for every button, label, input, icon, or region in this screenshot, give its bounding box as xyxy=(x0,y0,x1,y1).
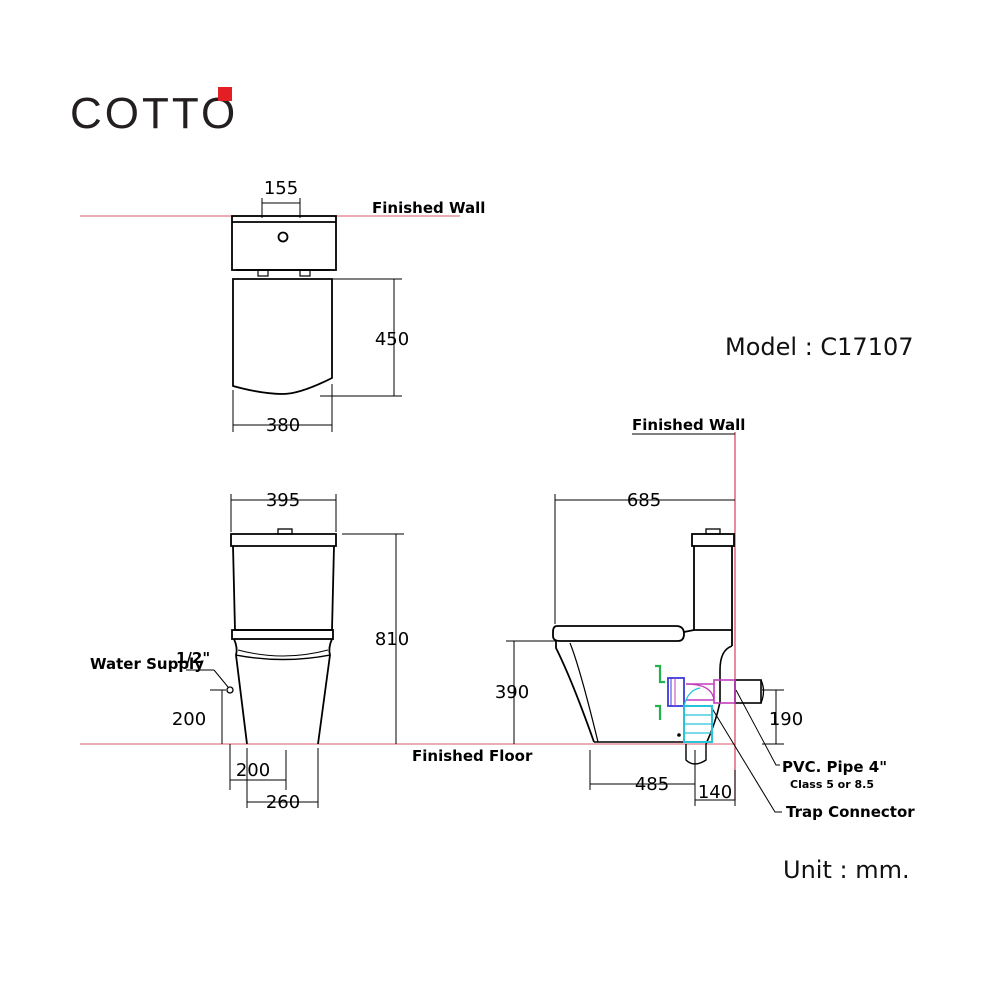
dim-side-outlet-height: 190 xyxy=(769,709,803,730)
label-finished-wall-side: Finished Wall xyxy=(632,416,745,434)
label-water-supply: Water Supply xyxy=(90,655,204,673)
label-pvc-pipe: PVC. Pipe 4" xyxy=(782,758,887,776)
pvc-pipe xyxy=(734,679,762,704)
dim-side-depth: 685 xyxy=(627,490,661,511)
trap-connector-flange xyxy=(667,677,685,707)
brand-logo: COTTO xyxy=(70,89,239,138)
front-view-seat xyxy=(231,629,334,640)
front-view xyxy=(226,528,337,745)
top-view-seat xyxy=(232,278,333,395)
dim-side-outlet-offset: 140 xyxy=(698,782,732,803)
label-water-supply-size: 1/2" xyxy=(176,649,210,667)
top-view-tank xyxy=(231,215,337,271)
dim-front-base-inner: 200 xyxy=(236,760,270,781)
model-label: Model : C17107 xyxy=(725,333,914,361)
side-view-seat xyxy=(552,625,685,642)
label-finished-floor: Finished Floor xyxy=(412,747,533,765)
dim-front-base-outer: 260 xyxy=(266,792,300,813)
dim-side-seat-height: 390 xyxy=(495,682,529,703)
top-view-dims xyxy=(232,198,402,432)
front-view-dims xyxy=(186,494,404,808)
outlet-fittings xyxy=(655,664,765,765)
dim-top-outlet: 155 xyxy=(264,178,298,199)
top-view xyxy=(231,215,337,395)
dim-front-width: 395 xyxy=(266,490,300,511)
dim-front-height: 810 xyxy=(375,629,409,650)
dim-top-seat-depth: 450 xyxy=(375,329,409,350)
dim-front-supply-height: 200 xyxy=(172,709,206,730)
label-finished-wall-top: Finished Wall xyxy=(372,199,485,217)
top-view-outlet-hole xyxy=(277,231,289,243)
side-view-tank-lid xyxy=(691,533,735,547)
brand-logo-mark xyxy=(218,87,232,101)
side-view-dims xyxy=(506,494,784,813)
dim-side-base: 485 xyxy=(635,774,669,795)
label-pvc-class: Class 5 or 8.5 xyxy=(790,778,874,791)
dim-top-seat-width: 380 xyxy=(266,415,300,436)
front-view-tank-lid xyxy=(230,533,337,547)
unit-label: Unit : mm. xyxy=(783,856,910,884)
water-supply-point xyxy=(226,686,234,694)
side-view xyxy=(552,528,735,745)
label-trap-connector: Trap Connector xyxy=(786,803,915,821)
